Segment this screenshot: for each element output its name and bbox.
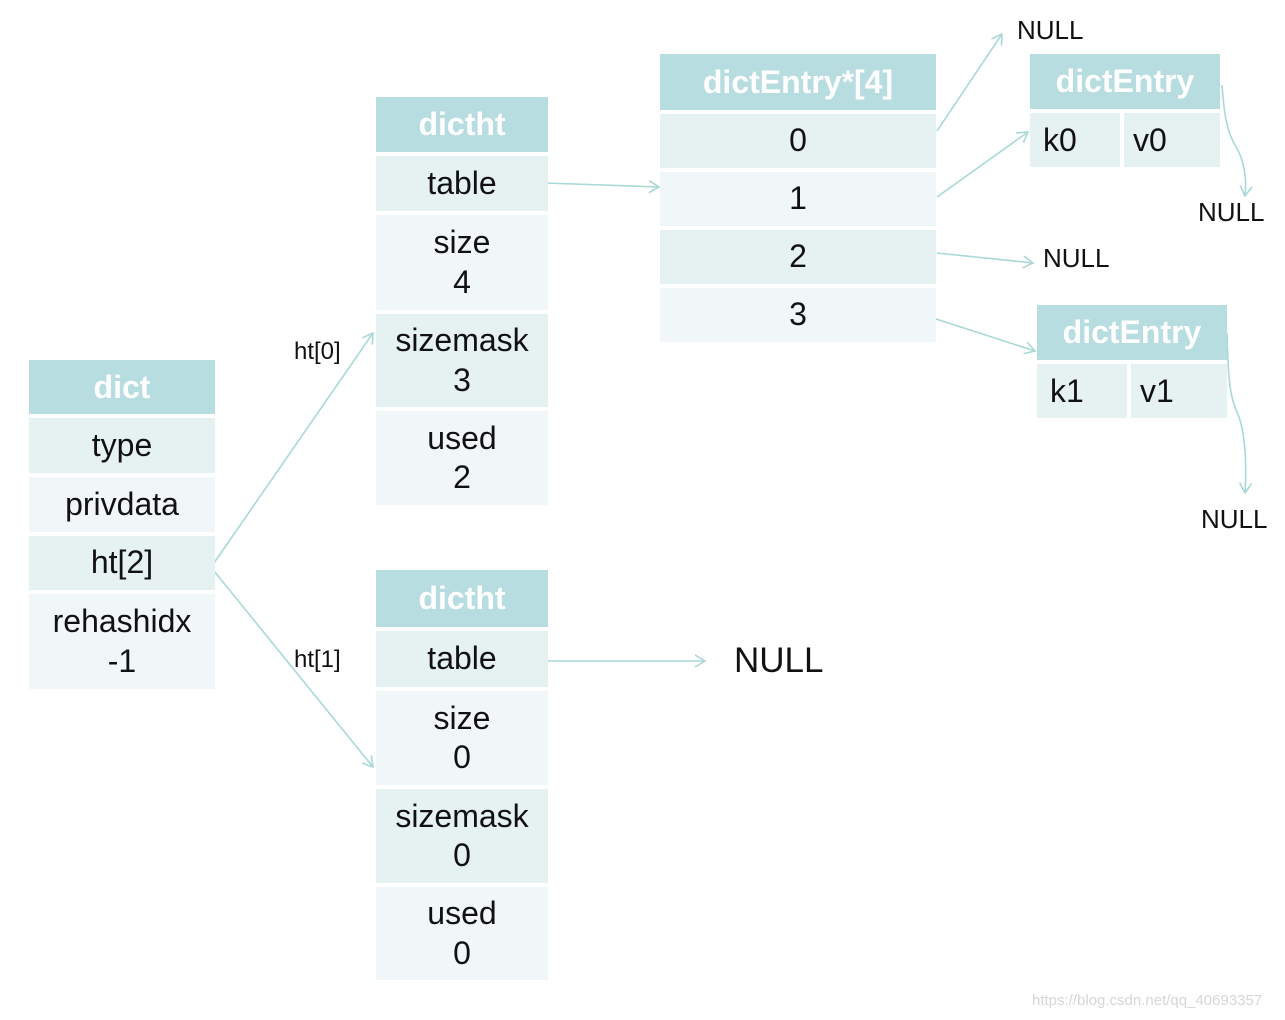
bucket-array: dictEntry*[4] 0 1 2 3 <box>660 54 936 342</box>
null-slot-2: NULL <box>1043 243 1110 273</box>
dictht-1-table-field: table <box>376 627 548 687</box>
dictht-0-size-value: 4 <box>453 263 471 300</box>
arrow-entry1-next <box>1226 332 1253 495</box>
watermark: https://blog.csdn.net/qq_40693357 <box>1032 992 1263 1009</box>
dictht-0-used-field: used 2 <box>376 407 548 505</box>
dict-entry-1-header: dictEntry <box>1037 305 1227 360</box>
dictht-0-used-value: 2 <box>453 459 471 495</box>
dictht-1-size-value: 0 <box>453 739 471 775</box>
arrow-entry0-next <box>1221 84 1253 198</box>
dictht-0-header: dictht <box>376 97 548 152</box>
bucket-slot-1: 1 <box>660 168 936 226</box>
dict-rehashidx-value: -1 <box>107 642 137 679</box>
dict-type-field: type <box>29 414 215 473</box>
dictht-1-size-field: size 0 <box>376 687 548 785</box>
bucket-slot-2: 2 <box>660 226 936 284</box>
dict-entry-0-value: v0 <box>1133 121 1167 158</box>
dict-entry-1-value: v1 <box>1140 372 1174 409</box>
arrow-ht1 <box>213 570 374 769</box>
dict-entry-0-header: dictEntry <box>1030 54 1220 109</box>
dict-ht-label: ht[2] <box>90 544 154 581</box>
dict-ht-field: ht[2] <box>29 532 215 590</box>
dictht-0-sizemask-label: sizemask <box>395 322 529 359</box>
dict-struct: dict type privdata ht[2] rehashidx -1 <box>29 360 215 689</box>
dict-entry-1: dictEntry k1 v1 <box>1037 305 1227 418</box>
dictht-1-table-label: table <box>427 640 497 677</box>
dictht-1-sizemask-value: 0 <box>453 837 471 873</box>
dict-entry-0: dictEntry k0 v0 <box>1030 54 1220 167</box>
dictht-1: dictht table size 0 sizemask 0 used 0 <box>376 570 548 980</box>
ht0-link-label: ht[0] <box>294 338 341 365</box>
dictht-0-table-label: table <box>427 164 497 201</box>
dict-entry-1-key: k1 <box>1037 364 1131 418</box>
dictht-1-header: dictht <box>376 570 548 627</box>
dictht-1-used-field: used 0 <box>376 883 548 980</box>
ht1-link-label: ht[1] <box>294 646 341 673</box>
dict-type-label: type <box>91 426 153 463</box>
dict-entry-0-key: k0 <box>1030 113 1124 167</box>
dictht-1-sizemask-field: sizemask 0 <box>376 785 548 883</box>
dictht-1-sizemask-label: sizemask <box>395 797 529 834</box>
null-entry-0-next: NULL <box>1198 197 1265 227</box>
dict-rehashidx-field: rehashidx -1 <box>29 590 215 689</box>
arrow-slot1-entry0 <box>936 131 1030 198</box>
dictht-0-size-field: size 4 <box>376 211 548 310</box>
arrow-slot0-null <box>936 32 1003 132</box>
dict-rehashidx-label: rehashidx <box>52 603 192 640</box>
dictht-1-used-label: used <box>427 895 497 932</box>
arrow-ht0-table <box>545 179 661 194</box>
bucket-slot-3: 3 <box>660 284 936 342</box>
dictht-1-size-label: size <box>433 699 491 736</box>
arrow-slot2-null <box>936 252 1035 269</box>
dict-entry-0-row: k0 v0 <box>1030 109 1220 167</box>
dictht-0-size-label: size <box>433 224 491 261</box>
dict-header: dict <box>29 360 215 414</box>
bucket-slot-0: 0 <box>660 110 936 168</box>
dict-entry-1-row: k1 v1 <box>1037 360 1227 418</box>
dict-privdata-field: privdata <box>29 473 215 532</box>
dictht-0-used-label: used <box>427 419 497 456</box>
arrow-ht0 <box>213 331 374 564</box>
null-entry-1-next: NULL <box>1201 504 1268 534</box>
dictht-0-sizemask-value: 3 <box>453 361 471 398</box>
null-slot-0: NULL <box>1017 15 1084 45</box>
dictht-0: dictht table size 4 sizemask 3 used 2 <box>376 97 548 505</box>
arrow-slot3-entry1 <box>935 318 1037 355</box>
dict-privdata-label: privdata <box>65 485 179 522</box>
null-ht1-table: NULL <box>734 641 824 680</box>
dictht-1-used-value: 0 <box>453 934 471 971</box>
bucket-array-header: dictEntry*[4] <box>660 54 936 110</box>
dictht-0-table-field: table <box>376 152 548 211</box>
dictht-0-sizemask-field: sizemask 3 <box>376 310 548 407</box>
